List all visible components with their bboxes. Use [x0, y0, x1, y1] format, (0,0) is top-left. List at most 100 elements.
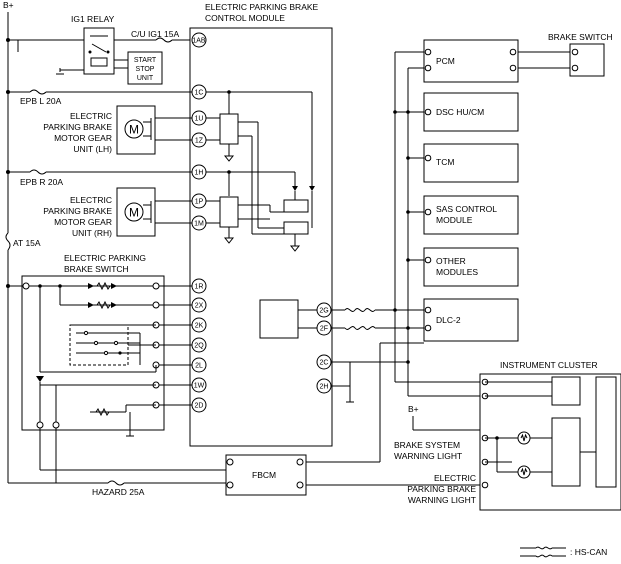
fbcm-box — [225, 454, 307, 496]
pcm-box — [423, 39, 519, 83]
hazard-fuse: HAZARD 25A — [8, 428, 226, 497]
sas-label-1: SAS CONTROL — [436, 204, 497, 214]
at-fuse-label: AT 15A — [13, 238, 41, 248]
cluster-can-block — [551, 376, 581, 406]
motor-rh-line-3: MOTOR GEAR — [54, 217, 112, 227]
epb-warning-light-icon — [517, 465, 531, 479]
pin-1w: 1W — [191, 377, 207, 393]
motor-lh-line-4: UNIT (LH) — [73, 144, 112, 154]
ecm-can-block — [259, 299, 299, 339]
cluster-driver-block — [551, 417, 581, 487]
epb-switch-title-2: BRAKE SWITCH — [64, 264, 129, 274]
dsc-box — [423, 92, 519, 132]
hs-can-legend-label: : HS-CAN — [570, 547, 607, 557]
other-modules-label-1: OTHER — [436, 256, 466, 266]
epb-control-module: ELECTRIC PARKING BRAKE CONTROL MODULE — [189, 2, 333, 447]
hs-can-bus — [331, 51, 480, 403]
start-stop-line-3: UNIT — [137, 75, 154, 82]
sas-box — [423, 195, 519, 235]
hs-can-legend: : HS-CAN — [520, 546, 607, 558]
svg-text:2D: 2D — [195, 403, 204, 410]
pin-1c: 1C — [191, 84, 207, 100]
svg-text:2C: 2C — [320, 360, 329, 367]
epb-warning-1: ELECTRIC — [434, 473, 476, 483]
dlc-2-label: DLC-2 — [436, 315, 461, 325]
pin-1u: 1U — [191, 110, 207, 126]
epb-r-fuse-label: EPB R 20A — [20, 177, 63, 187]
motor-rh-line-1: ELECTRIC — [70, 195, 112, 205]
ecm-internal-circuit — [206, 90, 317, 339]
motor-lh-line-3: MOTOR GEAR — [54, 133, 112, 143]
epb-warning-3: WARNING LIGHT — [408, 495, 476, 505]
pin-2x: 2X — [191, 297, 207, 313]
svg-text:1C: 1C — [195, 90, 204, 97]
other-modules-box — [423, 247, 519, 287]
start-stop-line-1: START — [134, 57, 157, 64]
svg-text:2H: 2H — [320, 384, 329, 391]
svg-text:2F: 2F — [320, 326, 328, 333]
pcm: PCM — [423, 39, 570, 83]
brake-switch-label: BRAKE SWITCH — [548, 32, 613, 42]
epb-l-fuse: EPB L 20A — [8, 89, 192, 106]
tcm-label: TCM — [436, 157, 454, 167]
svg-text:2G: 2G — [319, 308, 328, 315]
sas-label-2: MODULE — [436, 215, 473, 225]
svg-text:1R: 1R — [195, 284, 204, 291]
motor-lh-icon: M — [129, 123, 139, 137]
motor-rh-line-4: UNIT (RH) — [72, 228, 112, 238]
dlc-2-box — [423, 298, 519, 342]
ig1-relay-title: IG1 RELAY — [71, 14, 115, 24]
start-stop-unit: START STOP UNIT — [114, 51, 163, 85]
epb-r-fuse: EPB R 20A — [8, 169, 192, 187]
epb-l-fuse-label: EPB L 20A — [20, 96, 62, 106]
other-modules-label-2: MODULES — [436, 267, 478, 277]
brake-system-warning-2: WARNING LIGHT — [394, 451, 462, 461]
sas-control-module: SAS CONTROL MODULE — [423, 195, 519, 235]
hazard-fuse-label: HAZARD 25A — [92, 487, 145, 497]
svg-text:2L: 2L — [195, 363, 203, 370]
cu-ig1-fuse: C/U IG1 15A — [114, 29, 190, 43]
motor-gear-unit-rh: ELECTRIC PARKING BRAKE MOTOR GEAR UNIT (… — [43, 187, 192, 238]
cu-ig1-fuse-label: C/U IG1 15A — [131, 29, 180, 39]
b-plus-label: B+ — [3, 0, 14, 10]
brake-switch: BRAKE SWITCH — [548, 32, 613, 77]
b-plus-2-label: B+ — [408, 404, 419, 414]
fbcm-label: FBCM — [252, 470, 276, 480]
pin-1z: 1Z — [191, 132, 207, 148]
svg-text:1W: 1W — [194, 383, 205, 390]
start-stop-box — [127, 51, 163, 85]
pin-1h: 1H — [191, 164, 207, 180]
svg-text:1M: 1M — [194, 221, 204, 228]
svg-text:2X: 2X — [195, 303, 204, 310]
dsc-label: DSC HU/CM — [436, 107, 484, 117]
pin-1ab: 1AB — [191, 32, 207, 48]
svg-text:1U: 1U — [195, 116, 204, 123]
pin-1m: 1M — [191, 215, 207, 231]
at-fuse: AT 15A — [5, 232, 41, 251]
ig1-relay: IG1 RELAY — [56, 14, 115, 75]
pin-1r: 1R — [191, 278, 207, 294]
ecm-box — [189, 27, 333, 447]
pin-2d: 2D — [191, 397, 207, 413]
svg-text:2Q: 2Q — [194, 343, 204, 350]
svg-text:1H: 1H — [195, 170, 204, 177]
pin-2k: 2K — [191, 317, 207, 333]
ecm-title-line-2: CONTROL MODULE — [205, 13, 285, 23]
ecm-title-line-1: ELECTRIC PARKING BRAKE — [205, 2, 319, 12]
tcm-box — [423, 143, 519, 183]
epb-warning-2: PARKING BRAKE — [407, 484, 476, 494]
pin-2q: 2Q — [191, 337, 207, 353]
pin-2c: 2C — [316, 354, 332, 370]
pin-2g: 2G — [316, 302, 332, 318]
instrument-cluster: INSTRUMENT CLUSTER B+ BRAKE SYSTEM WARNI… — [394, 360, 621, 511]
svg-text:1AB: 1AB — [192, 38, 206, 45]
motor-gear-unit-lh: ELECTRIC PARKING BRAKE MOTOR GEAR UNIT (… — [43, 105, 192, 155]
motor-lh-line-2: PARKING BRAKE — [43, 122, 112, 132]
pcm-label: PCM — [436, 56, 455, 66]
ig1-relay-box — [83, 27, 115, 75]
brake-system-warning-light-icon — [517, 431, 531, 445]
motor-rh-line-2: PARKING BRAKE — [43, 206, 112, 216]
epb-switch: ELECTRIC PARKING BRAKE SWITCH — [8, 253, 192, 483]
instrument-cluster-title: INSTRUMENT CLUSTER — [500, 360, 598, 370]
